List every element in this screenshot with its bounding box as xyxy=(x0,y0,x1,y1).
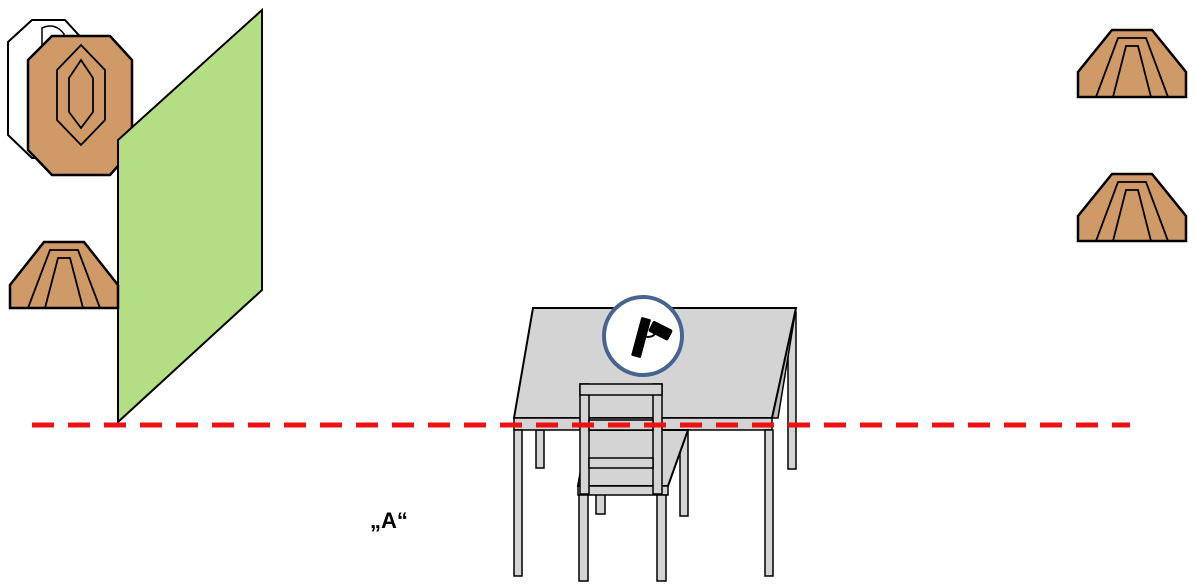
steel-target-right-lower xyxy=(1076,172,1188,243)
chair xyxy=(576,383,690,582)
pistol-icon xyxy=(602,295,684,377)
vision-barrier-wall xyxy=(117,7,263,425)
steel-target-right-upper xyxy=(1076,28,1188,99)
steel-target-left-lower xyxy=(8,240,120,310)
position-label-a: „A“ xyxy=(370,508,408,533)
octagon-target xyxy=(26,34,134,177)
